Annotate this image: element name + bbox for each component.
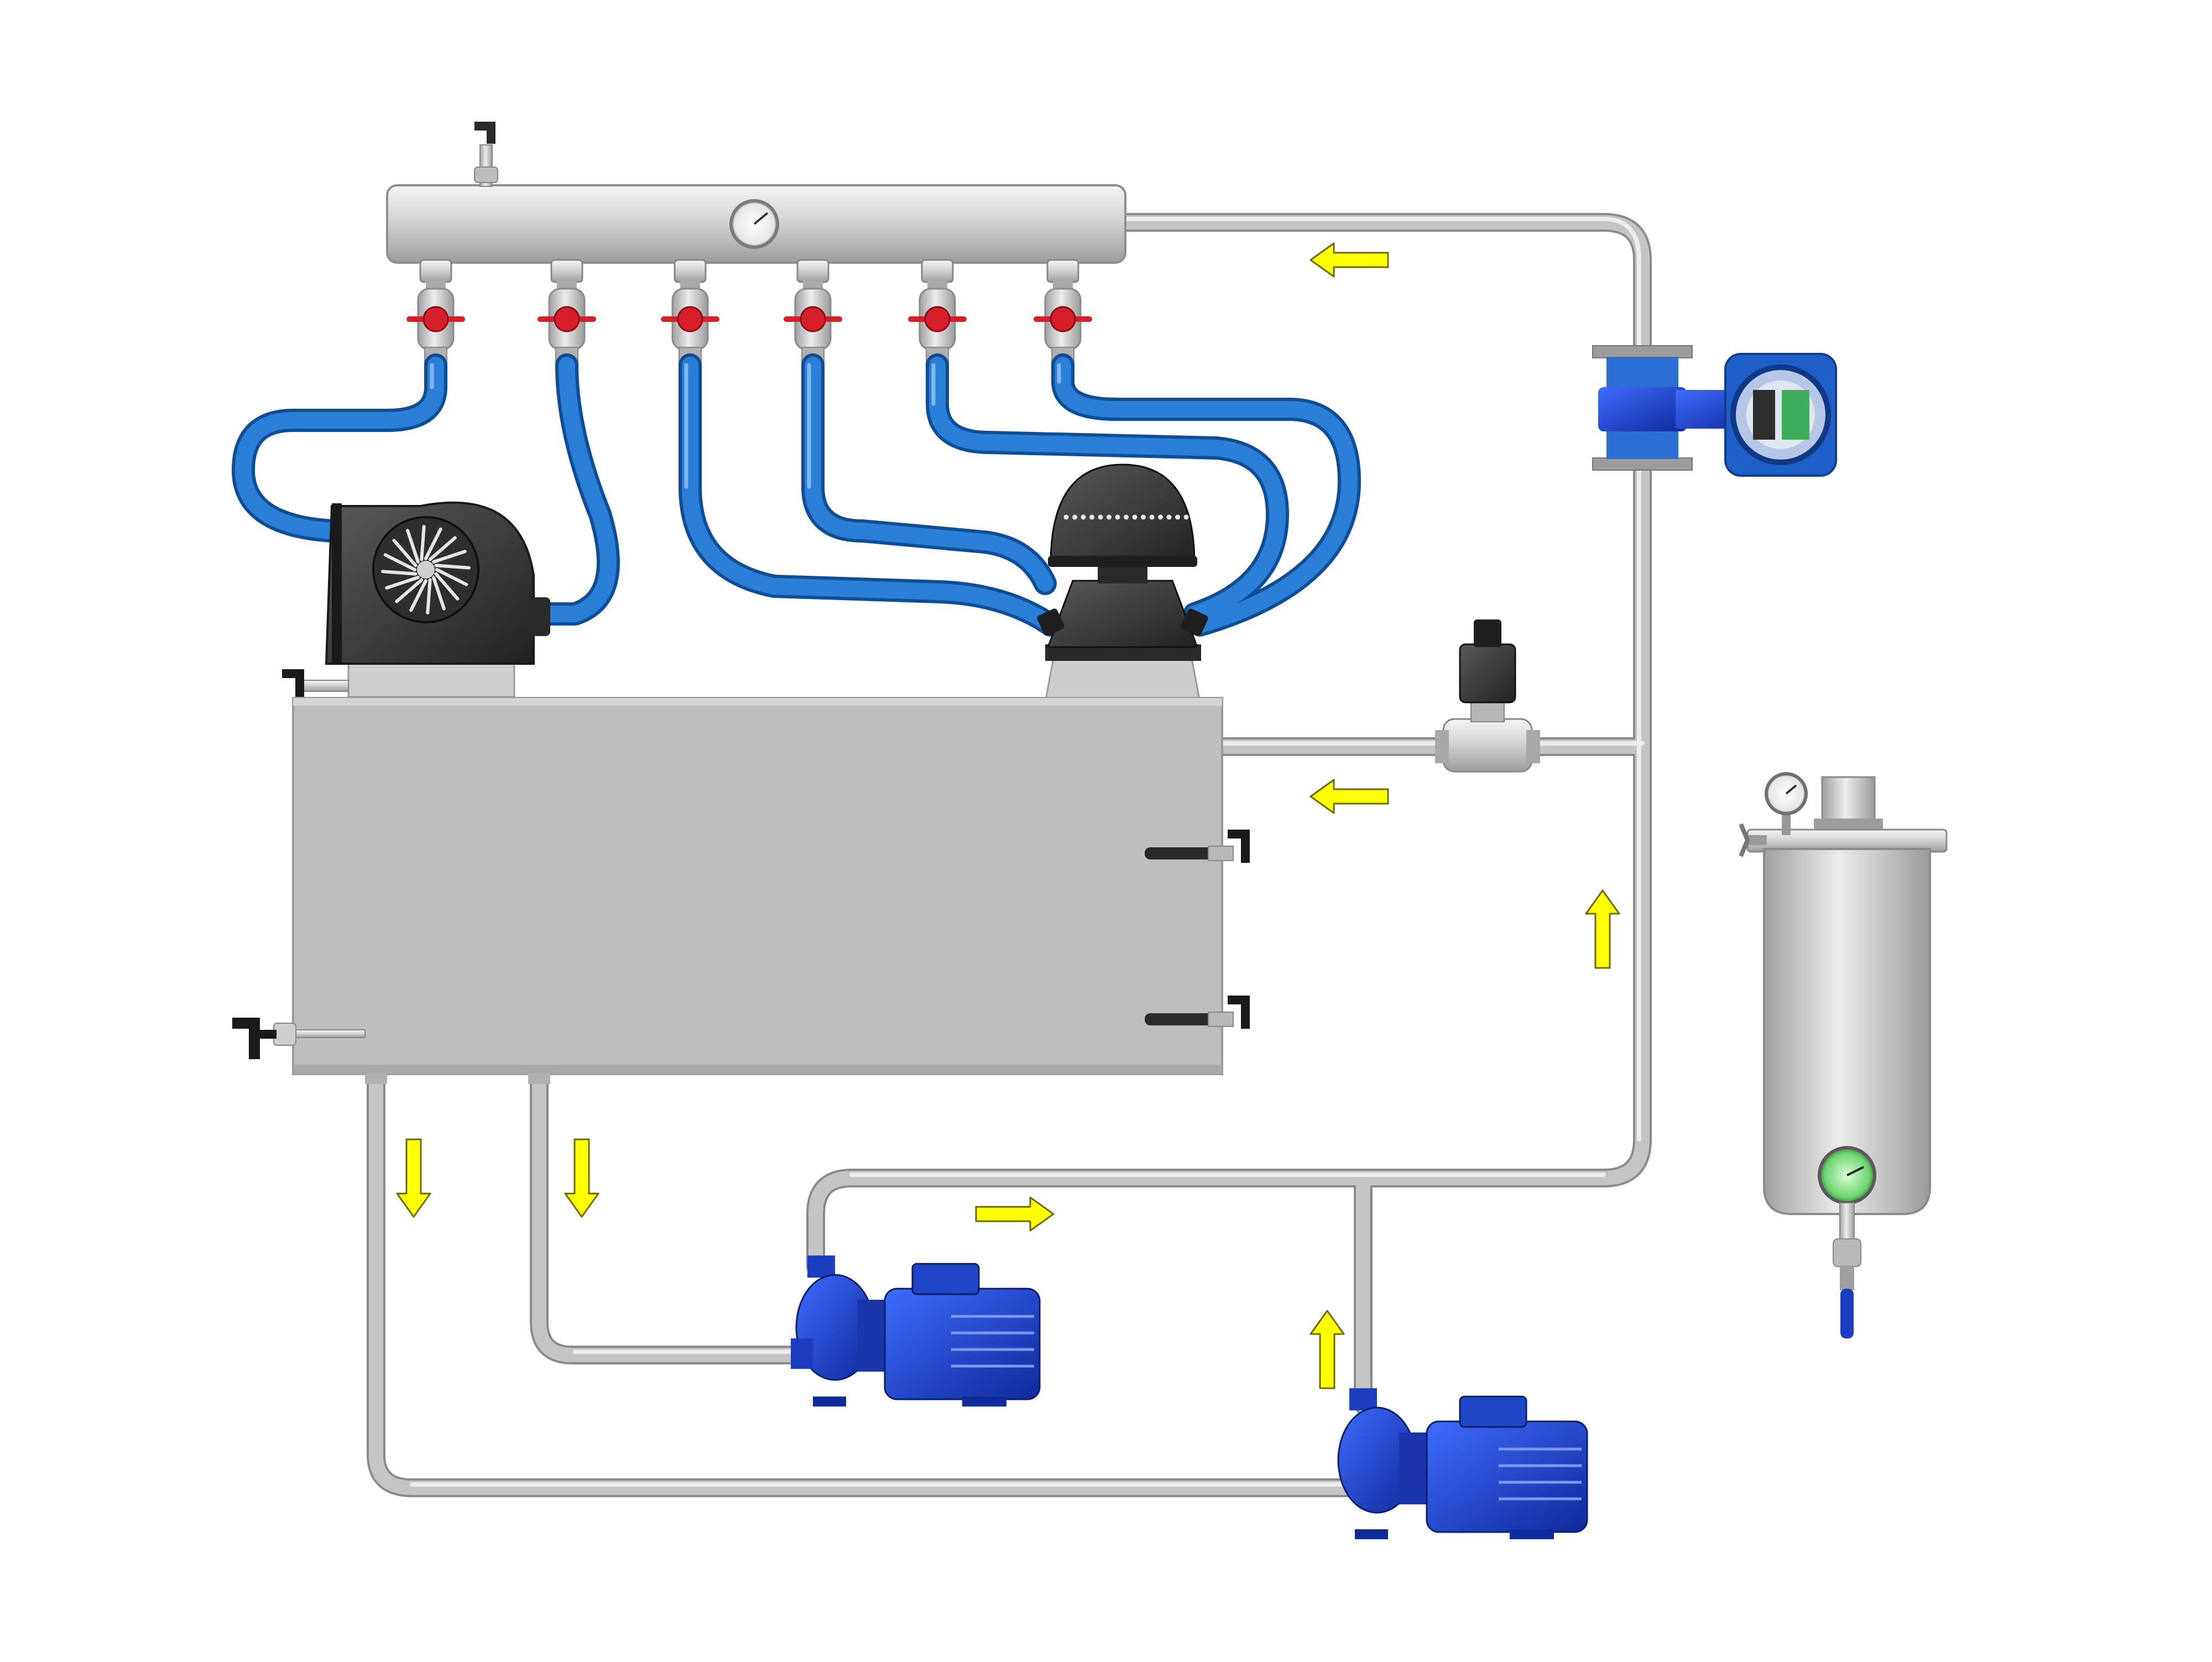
ball-valve-icon[interactable] (1036, 260, 1089, 367)
flow-arrow-down (397, 1139, 430, 1217)
flow-arrow-right (976, 1197, 1053, 1231)
pressure-gauge-icon (1819, 1148, 1875, 1203)
flow-arrow-left (1311, 243, 1388, 277)
ball-valve-icon[interactable] (911, 260, 964, 367)
flow-meter-icon (1593, 346, 1836, 476)
ball-valve-icon[interactable] (1833, 1203, 1861, 1338)
flow-arrow-up (1311, 1311, 1344, 1388)
distribution-manifold (387, 122, 1125, 263)
pressure-gauge-icon (731, 201, 778, 247)
flow-arrow-up (1586, 890, 1619, 968)
stainless-tank (232, 698, 1250, 1084)
ball-valve-icon[interactable] (664, 260, 717, 367)
centrifugal-pump-icon[interactable] (791, 1255, 1040, 1406)
drain-valve-icon[interactable] (282, 669, 348, 698)
filter-housing-icon (1741, 774, 1947, 1338)
ball-valve-icon[interactable] (786, 260, 839, 367)
pressure-gauge-icon (1766, 774, 1806, 835)
ball-valve-icon[interactable] (540, 260, 593, 367)
ball-valve-icon[interactable] (409, 260, 462, 367)
spray-head-icon (1036, 465, 1209, 702)
centrifugal-pump-icon[interactable] (1338, 1388, 1587, 1539)
flow-arrow-left (1311, 780, 1388, 813)
solenoid-valve-icon[interactable] (1435, 619, 1540, 772)
vent-valve-icon[interactable] (474, 122, 498, 186)
ball-valve-row (409, 260, 1089, 367)
flow-arrow-down (565, 1139, 598, 1217)
